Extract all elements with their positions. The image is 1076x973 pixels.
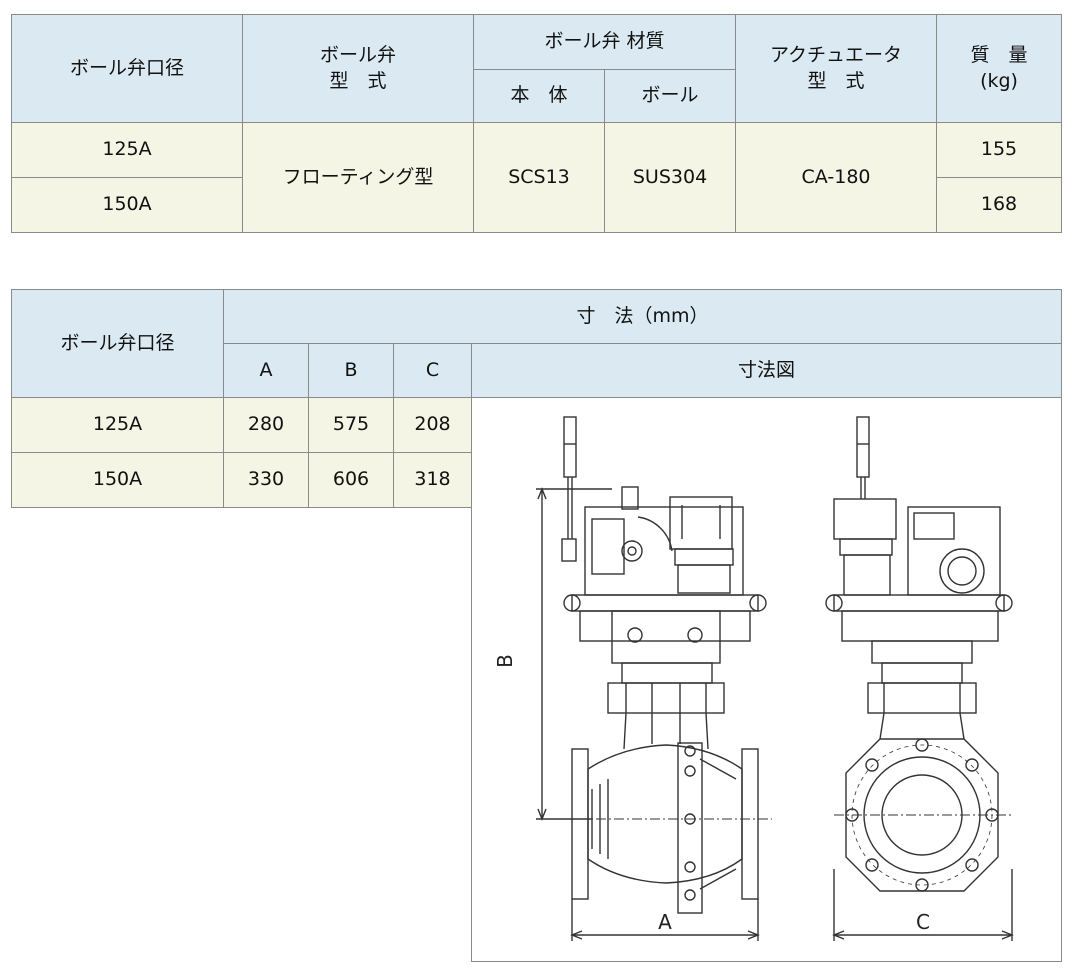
header-dimensions: 寸 法（mm） <box>222 289 1063 344</box>
label-c: C <box>916 910 930 934</box>
header-drawing: 寸法図 <box>470 343 1063 398</box>
header-ball: ボール <box>603 69 737 123</box>
dim-c-150a: 318 <box>393 452 472 508</box>
header-b: B <box>308 343 394 398</box>
empty-area <box>11 507 472 962</box>
header-material: ボール弁 材質 <box>472 14 737 70</box>
header-mass: 質 量 (kg) <box>936 14 1063 123</box>
header-actuator-type: アクチュエータ 型 式 <box>735 14 938 123</box>
spec-table: ボール弁口径 ボール弁 型 式 ボール弁 材質 アクチュエータ 型 式 質 量 … <box>11 14 1063 233</box>
header-c: C <box>393 343 472 398</box>
header-valve-type: ボール弁 型 式 <box>242 14 474 123</box>
label-a: A <box>658 910 672 934</box>
dim-a-150a: 330 <box>223 452 309 508</box>
handle-grip <box>563 415 577 478</box>
row-bore-150a: 150A <box>11 452 224 508</box>
dim-a-125a: 280 <box>223 397 309 453</box>
ball-material-value: SUS304 <box>603 122 737 233</box>
actuator-type-value: CA-180 <box>735 122 938 233</box>
label-b: B <box>493 654 517 668</box>
header-a: A <box>223 343 309 398</box>
dim-b-150a: 606 <box>308 452 394 508</box>
body-material-value: SCS13 <box>473 122 605 233</box>
valve-type-value: フローティング型 <box>242 122 474 233</box>
mass-125a: 155 <box>936 122 1063 178</box>
dim-c-125a: 208 <box>393 397 472 453</box>
valve-drawing: B A C <box>493 415 1014 941</box>
header-bore: ボール弁口径 <box>11 14 243 123</box>
dimension-table: ボール弁口径 寸 法（mm） A B C 寸法図 125A 280 575 20… <box>11 289 1063 962</box>
row-bore-125a: 125A <box>11 122 243 178</box>
row-bore-125a: 125A <box>11 397 224 453</box>
row-bore-150a: 150A <box>11 177 243 233</box>
dim-b-125a: 575 <box>308 397 394 453</box>
header-bore: ボール弁口径 <box>11 289 224 398</box>
header-body: 本 体 <box>473 69 605 123</box>
mass-150a: 168 <box>936 177 1063 233</box>
dimension-drawing: B A C <box>470 397 1063 962</box>
